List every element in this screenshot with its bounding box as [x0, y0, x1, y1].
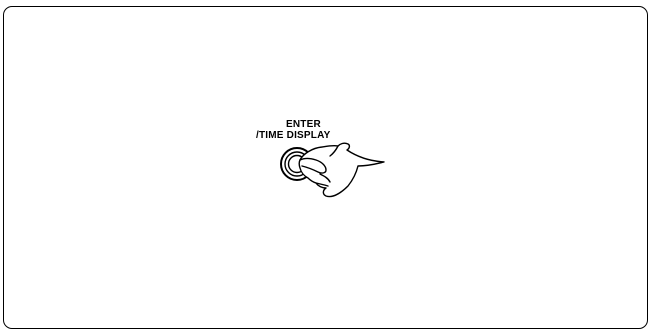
- pointing-hand-icon: [299, 143, 384, 196]
- button-label-enter: ENTER: [286, 119, 321, 130]
- button-press-illustration: [270, 136, 400, 206]
